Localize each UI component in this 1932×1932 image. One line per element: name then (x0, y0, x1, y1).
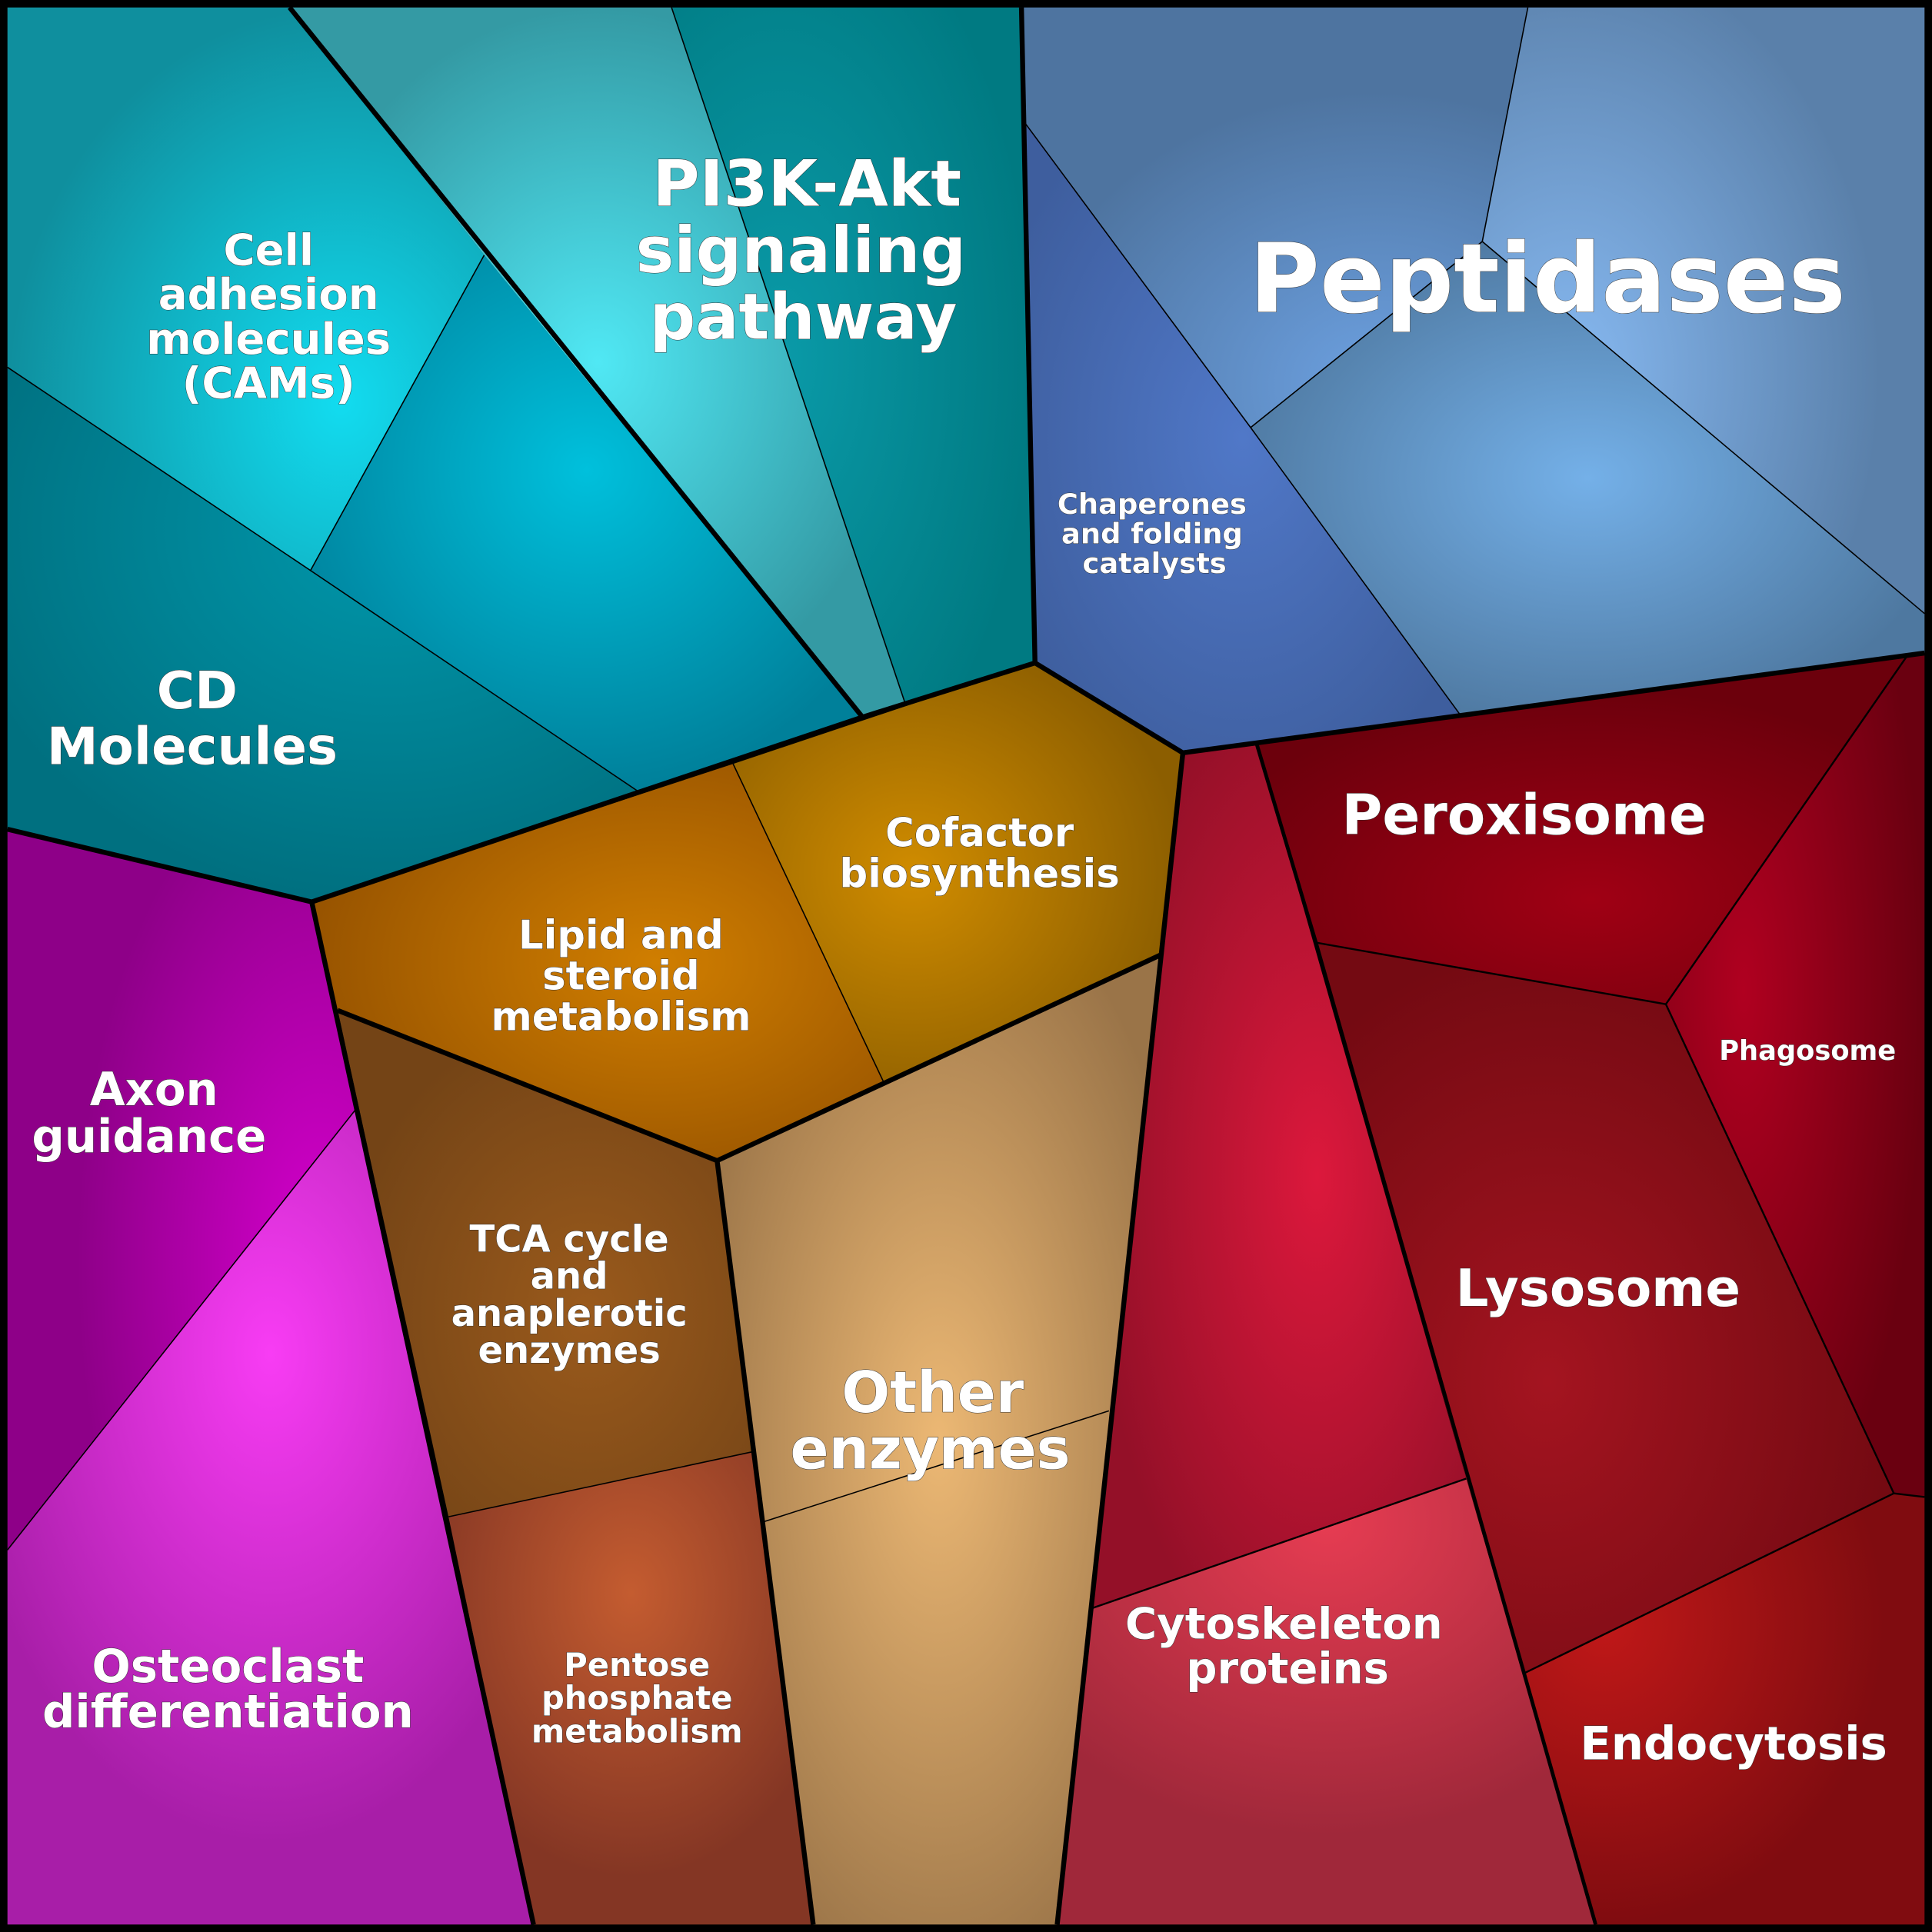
cell-osteoclast[interactable] (7, 1108, 534, 1925)
cell-other-enzymes[interactable] (717, 954, 1161, 1925)
label-endocytosis: Endocytosis (1580, 1717, 1887, 1770)
cell-cytoskeleton-upper[interactable] (1093, 744, 1467, 1608)
cell-pi3k-akt[interactable] (289, 7, 906, 718)
cell-borders (6, 7, 1925, 1551)
cell-lysosome[interactable] (1315, 942, 1894, 1674)
cell-cd-molecules[interactable] (7, 367, 640, 902)
cell-peptidases-b[interactable] (1482, 7, 1925, 614)
cell-cams[interactable] (7, 7, 485, 571)
cell-lipid[interactable] (311, 764, 885, 1161)
cell-teal-inner[interactable] (310, 255, 863, 793)
cell-peptidases[interactable] (1251, 242, 1925, 715)
cell-chaperones[interactable] (1024, 123, 1461, 753)
cell-pi3k-akt-b[interactable] (671, 7, 1035, 705)
cell-peroxisome[interactable] (1257, 653, 1925, 1004)
cell-tca[interactable] (337, 1010, 754, 1517)
label-peptidases: Peptidases (1249, 223, 1846, 335)
label-lysosome: Lysosome (1456, 1258, 1740, 1318)
cell-peptidases-a[interactable] (1021, 7, 1528, 428)
label-phagosome: Phagosome (1719, 1035, 1896, 1067)
label-peroxisome: Peroxisome (1342, 784, 1707, 848)
cell-endocytosis[interactable] (1524, 1493, 1925, 1925)
cell-cytoskeleton[interactable] (1057, 1478, 1596, 1925)
cell-phagosome[interactable] (1665, 653, 1925, 1497)
cell-cofactor[interactable] (733, 662, 1183, 1084)
cell-axon-guidance[interactable] (7, 829, 356, 1551)
cell-pentose[interactable] (448, 1451, 814, 1925)
